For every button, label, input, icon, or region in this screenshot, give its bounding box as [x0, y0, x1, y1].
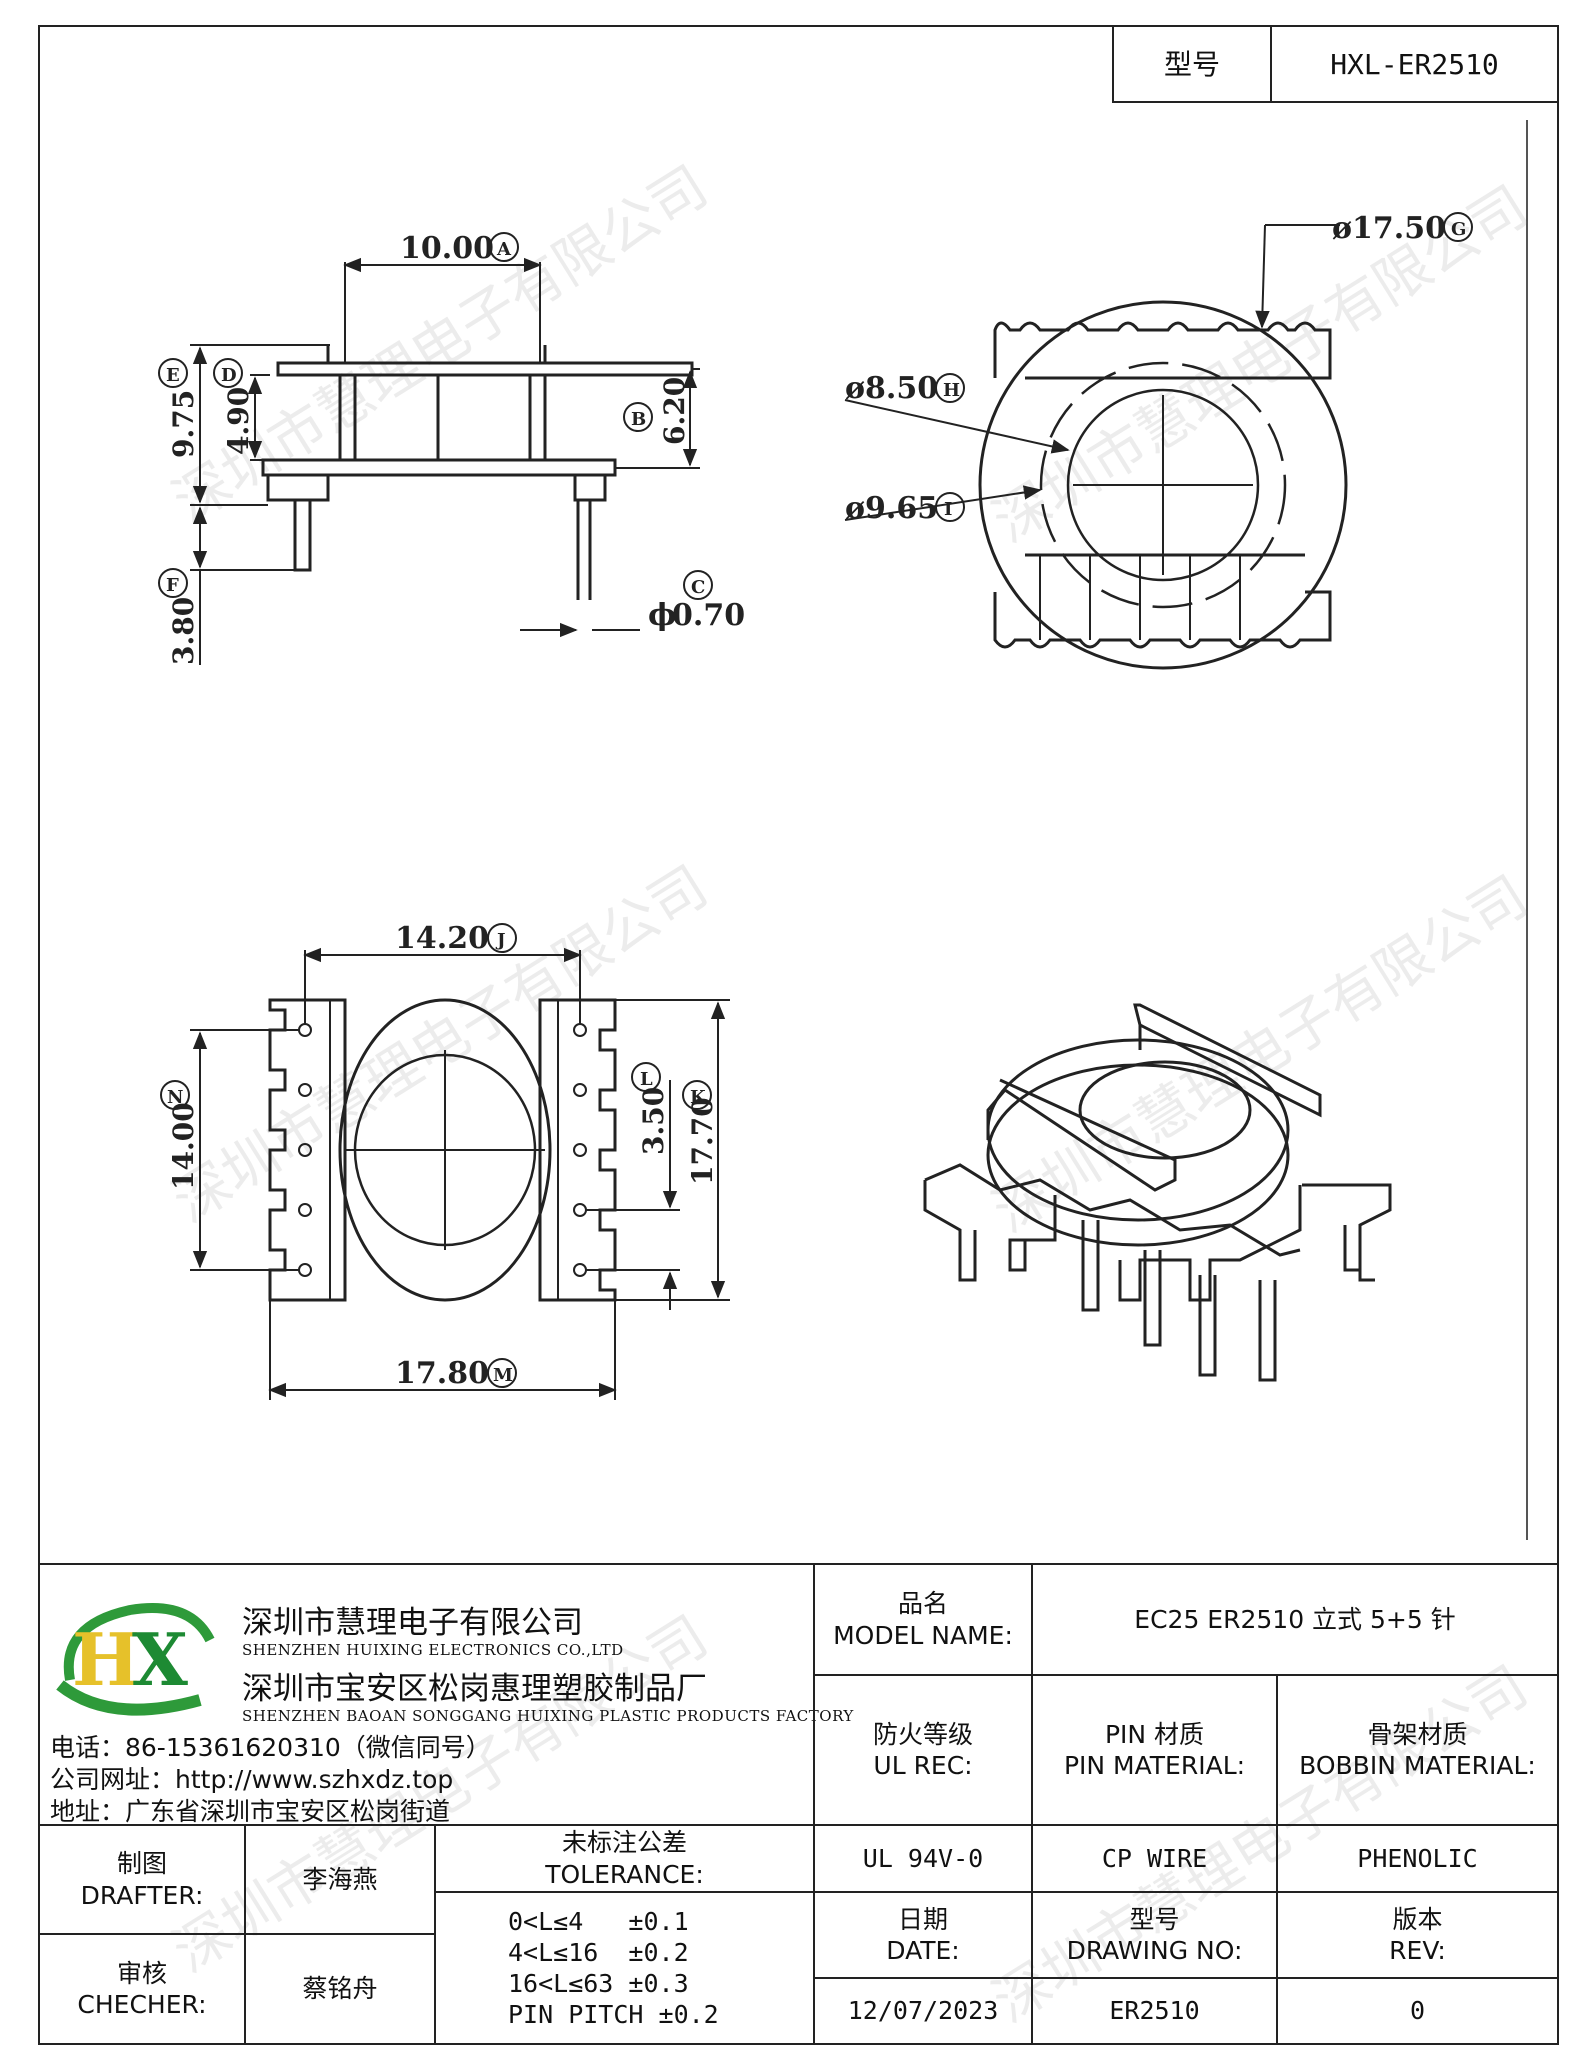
svg-text:C: C	[691, 577, 705, 598]
dim-i-phi: ø	[845, 491, 865, 526]
logo-letter-x: X	[132, 1617, 188, 1702]
svg-text:F: F	[166, 575, 179, 596]
dim-i-value: 9.65	[865, 491, 938, 526]
dim-j-value: 14.20	[395, 921, 489, 956]
factory-name-en: SHENZHEN BAOAN SONGGANG HUIXING PLASTIC …	[242, 1707, 854, 1725]
company-name-en: SHENZHEN HUIXING ELECTRONICS CO.,LTD	[242, 1641, 624, 1659]
company-address: 地址：广东省深圳市宝安区松岗街道	[50, 1797, 451, 1826]
svg-text:K: K	[690, 1087, 707, 1108]
model-name-value: EC25 ER2510 立式 5+5 针	[1031, 1563, 1559, 1676]
isometric-view	[923, 1003, 1392, 1382]
drawing-no-value: ER2510	[1031, 1977, 1278, 2045]
svg-text:D: D	[221, 365, 237, 386]
dim-b-value: 6.20	[658, 377, 691, 445]
factory-name-cn: 深圳市宝安区松岗惠理塑胶制品厂	[242, 1671, 707, 1707]
dim-h-phi: ø	[845, 371, 865, 406]
ul-rec-value: UL 94V-0	[813, 1824, 1033, 1893]
checker-name: 蔡铭舟	[244, 1933, 436, 2045]
dim-m-value: 17.80	[395, 1356, 489, 1391]
bottom-view	[190, 947, 730, 1400]
dim-k-value: 17.70	[686, 1097, 719, 1185]
svg-text:M: M	[493, 1365, 513, 1386]
svg-text:N: N	[167, 1087, 183, 1108]
company-phone: 电话：86-15361620310（微信同号）	[50, 1733, 491, 1762]
date-value: 12/07/2023	[813, 1977, 1033, 2045]
company-website: 公司网址：http://www.szhxdz.top	[50, 1765, 454, 1794]
tolerance-values: 0<L≤4 ±0.1 4<L≤16 ±0.2 16<L≤63 ±0.3 PIN …	[434, 1891, 815, 2045]
rev-value: 0	[1276, 1977, 1559, 2045]
svg-text:E: E	[166, 365, 180, 386]
technical-drawing: 10.00 A 6.20 B 4.90 D 9.75 E 3.80 F C ϕ …	[158, 211, 1473, 1400]
svg-text:I: I	[944, 499, 952, 520]
header-model-value: HXL-ER2510	[1270, 25, 1559, 103]
svg-text:G: G	[1451, 219, 1466, 240]
dim-a-value: 10.00	[400, 231, 494, 266]
svg-text:H: H	[943, 380, 960, 401]
dim-n-value: 14.00	[167, 1102, 200, 1190]
svg-text:J: J	[495, 930, 506, 951]
dim-c-value: 0.70	[672, 598, 745, 633]
dim-f-value: 3.80	[167, 597, 200, 665]
dim-g-value: 17.50	[1352, 211, 1446, 246]
svg-text:A: A	[496, 239, 512, 260]
company-logo: H X	[56, 1603, 215, 1716]
company-name-cn: 深圳市慧理电子有限公司	[242, 1605, 583, 1641]
dim-g-phi: ø	[1332, 211, 1352, 246]
dim-h-value: 8.50	[865, 371, 938, 406]
top-view	[844, 224, 1348, 670]
pin-material-value: CP WIRE	[1031, 1824, 1278, 1893]
dim-d-value: 4.90	[222, 387, 255, 455]
bobbin-material-value: PHENOLIC	[1276, 1824, 1559, 1893]
svg-text:L: L	[640, 1069, 653, 1090]
drafter-name: 李海燕	[244, 1824, 436, 1935]
dim-e-value: 9.75	[167, 390, 200, 458]
right-margin-line	[1526, 120, 1528, 1540]
side-view	[190, 257, 700, 665]
svg-text:B: B	[631, 409, 646, 430]
dim-l-value: 3.50	[637, 1087, 670, 1155]
logo-letter-h: H	[72, 1617, 140, 1702]
dim-c-phi: ϕ	[648, 598, 676, 633]
